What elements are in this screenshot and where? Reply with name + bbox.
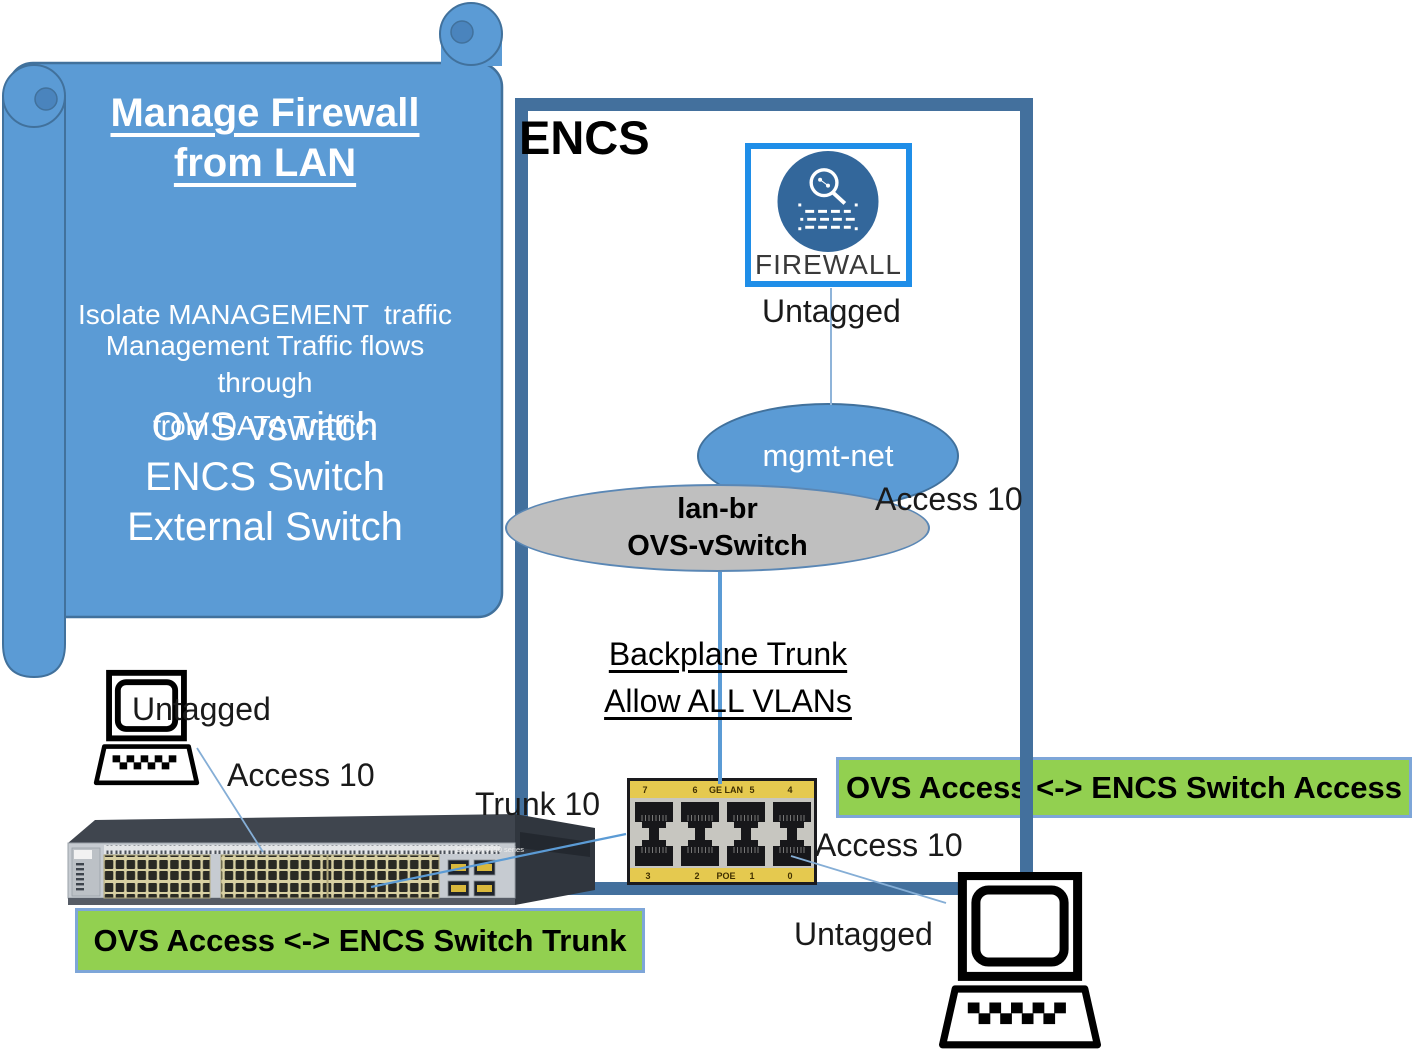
- firewall-icon: [777, 150, 879, 252]
- catalyst-3750-switch: Catalyst 3750 series: [67, 814, 595, 905]
- note-paragraph-flows: Management Traffic flows through: [105, 330, 425, 398]
- note-list: OVS vswitch ENCS Switch External Switch: [55, 402, 475, 552]
- port-label: GE LAN: [709, 785, 743, 795]
- encs-8port-switch: 7 6 GE LAN 5 4 3 2 POE 1 0: [627, 778, 817, 885]
- laptop-access10-label: Access 10: [227, 757, 375, 793]
- port-label: 6: [692, 785, 697, 795]
- backplane-line2: Allow ALL VLANs: [604, 683, 852, 719]
- note-scroll-shape: [2, 2, 504, 679]
- encs-boundary-box: [515, 98, 1033, 895]
- lan-br-label: lan-br: [677, 493, 758, 525]
- backplane-annotation: Backplane Trunk Allow ALL VLANs: [597, 631, 859, 725]
- note-list-item: ENCS Switch: [144, 455, 386, 499]
- port-label: 2: [694, 871, 699, 881]
- firewall-untagged-label: Untagged: [762, 293, 901, 329]
- lan-br-ovs-vswitch: lan-br OVS-vSwitch: [505, 484, 930, 572]
- port-label: POE: [716, 871, 735, 881]
- firewall-node: FIREWALL: [745, 143, 912, 287]
- note-list-item: OVS vswitch: [151, 405, 379, 449]
- port-label: 0: [787, 871, 792, 881]
- port-label: 4: [787, 785, 792, 795]
- port-label: 5: [749, 785, 754, 795]
- port-label: 1: [749, 871, 754, 881]
- mgmt-net-label: mgmt-net: [762, 438, 894, 473]
- lan-laptop: [88, 669, 205, 789]
- banner-ovs-access-encs-trunk: OVS Access <-> ENCS Switch Trunk: [75, 908, 645, 973]
- port-label: 7: [642, 785, 647, 795]
- banner-ovs-access-encs-access: OVS Access <-> ENCS Switch Access: [836, 757, 1412, 818]
- note-paragraph-isolate: Isolate MANAGEMENT traffic from DATA Tra…: [78, 299, 452, 441]
- encs-access10-label: Access 10: [815, 827, 963, 863]
- firewall-label: FIREWALL: [755, 249, 902, 280]
- laptop-untagged-label: Untagged: [132, 691, 271, 727]
- trunk10-label: Trunk 10: [475, 786, 601, 822]
- backplane-line1: Backplane Trunk: [608, 636, 848, 672]
- data-computer: [930, 872, 1110, 1052]
- catalyst-model-label: Catalyst 3750 series: [456, 845, 524, 854]
- note-list-item: External Switch: [127, 505, 403, 549]
- encs-box-title: ENCS: [519, 111, 650, 164]
- mgmt-access10-label: Access 10: [875, 481, 1023, 517]
- port-label: 3: [645, 871, 650, 881]
- note-title: Manage Firewall from LAN: [110, 91, 420, 185]
- computer-untagged-label: Untagged: [794, 916, 933, 952]
- ovs-vswitch-label: OVS-vSwitch: [627, 530, 808, 562]
